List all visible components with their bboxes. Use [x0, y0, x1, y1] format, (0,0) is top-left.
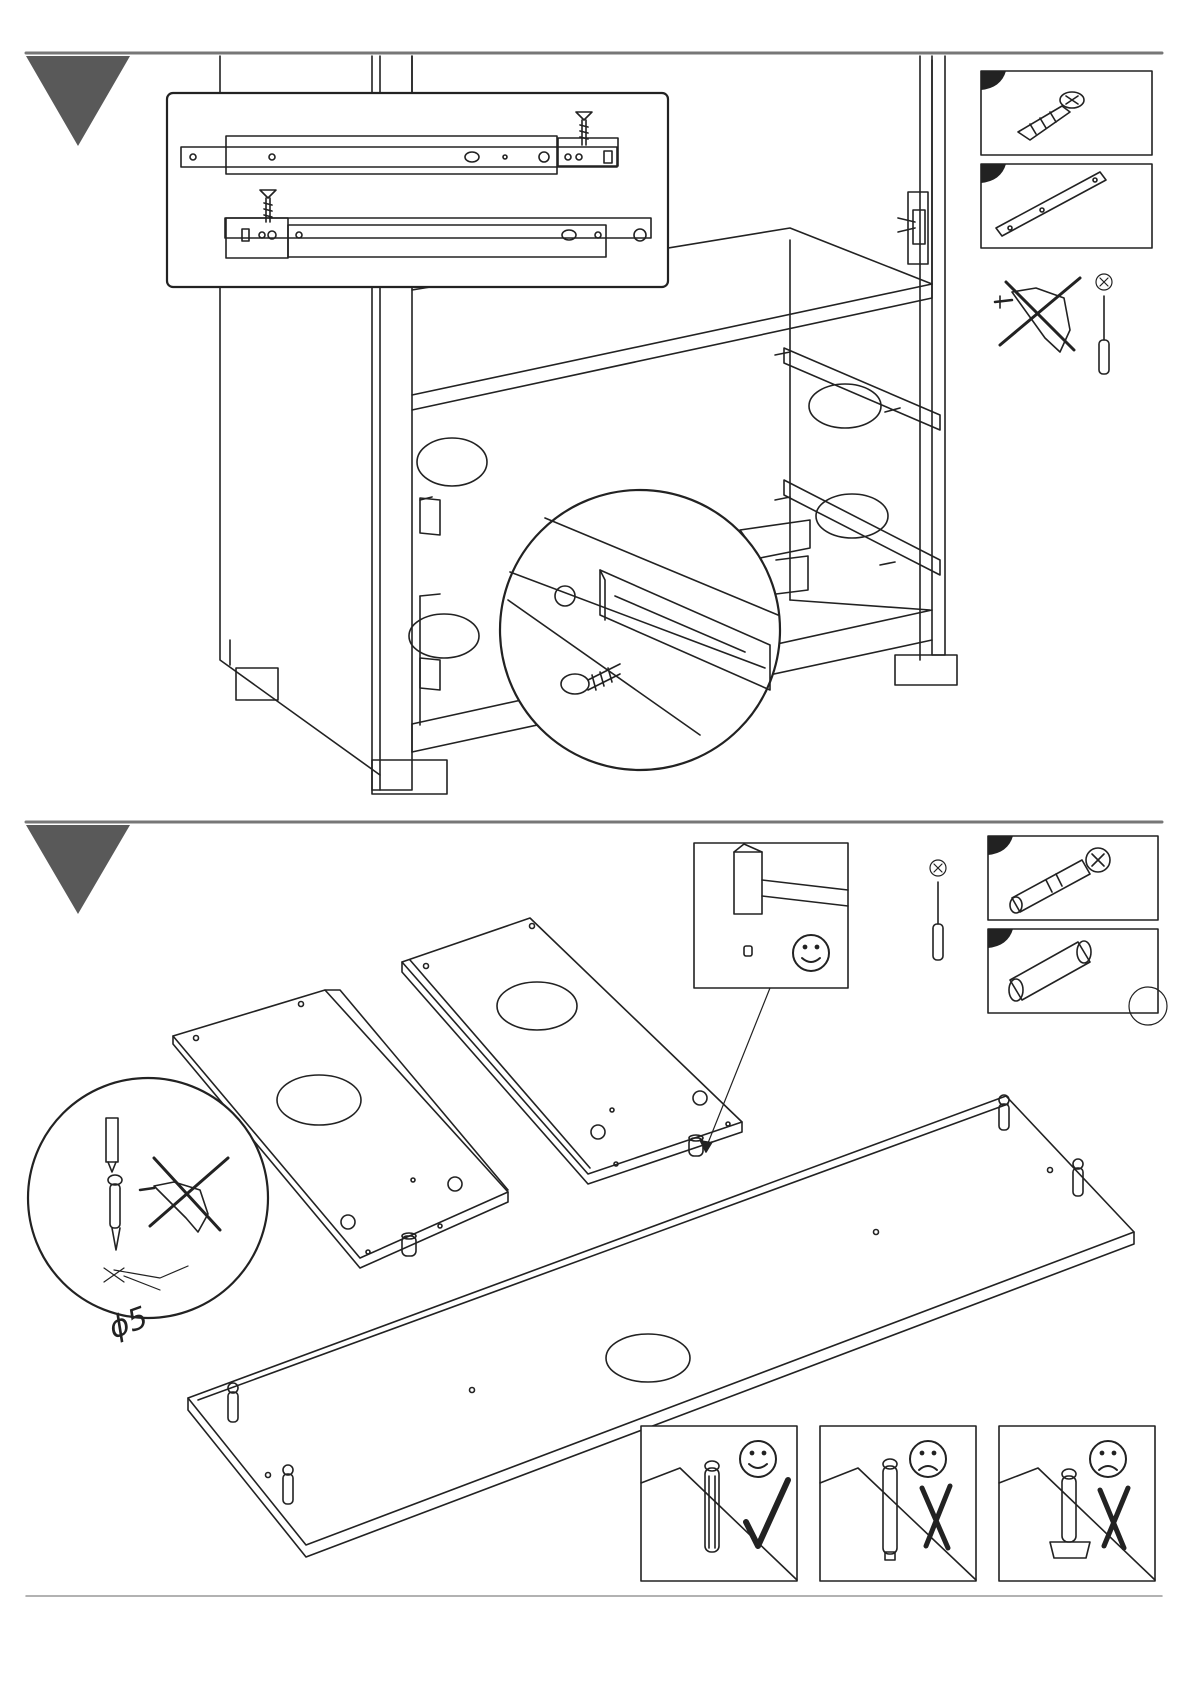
part-box-cam-bolt: [988, 836, 1158, 920]
cam-bolt-icon: [1010, 848, 1110, 913]
insertion-check-correct: [641, 1426, 797, 1581]
flat-head-screw-icon: [1018, 92, 1084, 140]
dowel-hammer-detail: [694, 843, 848, 1152]
insertion-check-wrong: [999, 1426, 1155, 1581]
step-marker-triangle: [26, 825, 130, 914]
phillips-screwdriver-icon: [930, 860, 946, 960]
step-2-tools: [930, 836, 1167, 1025]
cam-bolt-magnifier: ϕ5: [28, 1078, 268, 1346]
phillips-screwdriver-icon: [1096, 274, 1112, 374]
step-marker-triangle: [26, 56, 130, 146]
drawer-side-panel: [402, 918, 742, 1184]
power-drill-crossed-out-icon: [995, 278, 1080, 352]
step-2: ϕ5: [26, 822, 1167, 1581]
step-1-parts: [981, 71, 1152, 374]
part-box-screw: [981, 71, 1152, 155]
step-1: [26, 53, 1162, 794]
runner-screw-magnifier: [500, 490, 780, 770]
part-box-runner: [981, 164, 1152, 248]
insertion-check-wrong: [820, 1426, 976, 1581]
runner-detail-callout: [167, 93, 668, 287]
quantity-circle: [1129, 987, 1167, 1025]
wooden-dowel-icon: [1009, 941, 1091, 1001]
drawer-runner-icon: [996, 172, 1106, 236]
